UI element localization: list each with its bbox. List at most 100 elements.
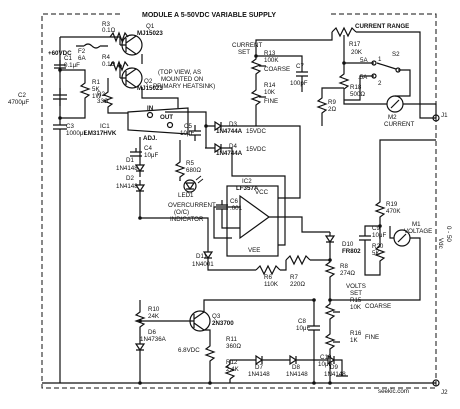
c3-value: 1000μF: [66, 130, 87, 137]
s2-switch: [371, 60, 401, 79]
output-range: 0 - 50: [445, 226, 452, 242]
r3-resistor: [109, 31, 129, 43]
m2-value: CURRENT: [384, 121, 414, 128]
q3-label: Q3: [212, 313, 221, 320]
d11-diode: [202, 248, 214, 264]
d2-part: 1N4148: [116, 183, 138, 190]
f2-label: F2: [78, 48, 86, 55]
heatsink-note-3: PRIMARY HEATSINK): [153, 83, 215, 90]
ic1-label: IC1: [100, 123, 110, 130]
v68-label: 6.8VDC: [178, 347, 200, 354]
c3-capacitor: [53, 118, 67, 136]
current-set-2: SET: [238, 49, 250, 56]
r20-value: 5K: [372, 250, 380, 257]
d10-label: D10: [342, 241, 354, 248]
m1-value: VOLTAGE: [404, 228, 432, 235]
module-title: MODULE A 5-50VDC VARIABLE SUPPLY: [142, 12, 276, 19]
ic2-vcc: VCC: [255, 189, 269, 196]
d7-part: 1N4148: [248, 371, 270, 378]
r4-label: R4: [102, 54, 110, 61]
r20-label: R20: [372, 243, 384, 250]
r15-value: 10K: [350, 304, 362, 311]
s2-pos1: 1: [378, 56, 382, 63]
r2-value: 33Ω: [97, 98, 109, 105]
ic2-vee: VEE: [248, 247, 260, 254]
q1-label: Q1: [146, 23, 155, 30]
q2-part: MJ15023: [137, 85, 163, 92]
r2-resistor: [102, 88, 114, 111]
c10-label: C10: [320, 354, 332, 361]
d4-label: D4: [229, 143, 237, 150]
d8-part: 1N4148: [286, 371, 308, 378]
d6-zener: [134, 340, 146, 356]
s2-5a: 5A: [360, 57, 368, 64]
d3-label: D3: [229, 121, 237, 128]
ic1-part: LM317HVK: [84, 130, 117, 137]
c8-label: C8: [298, 318, 306, 325]
r18-label: R18: [350, 84, 362, 91]
watermark: seekic.com: [378, 388, 409, 395]
q1-part: MJ15023: [137, 30, 163, 37]
d9-part: 1N4148: [324, 371, 346, 378]
ic1-pin-in: IN: [147, 105, 154, 112]
r1-resistor: [79, 78, 91, 103]
m2-label: M2: [388, 114, 397, 121]
c7-value: 100pF: [290, 80, 308, 87]
r6-resistor: [255, 264, 281, 276]
d2-label: D2: [126, 175, 134, 182]
f2-fuse: [76, 43, 108, 49]
j2-label: J2: [441, 389, 448, 396]
volts-set-1: VOLTS: [346, 283, 366, 290]
r11-value: 360Ω: [226, 343, 241, 350]
c6-label: C6: [230, 198, 238, 205]
r14-value: 10K: [264, 89, 276, 96]
d4-zener: [205, 142, 230, 154]
r5-label: R5: [186, 160, 194, 167]
c10-capacitor: [336, 372, 348, 377]
fine-v: FINE: [365, 334, 379, 341]
r13-label: R13: [264, 50, 276, 57]
d7-diode: [252, 354, 268, 366]
ic1-regulator: [118, 107, 189, 148]
d9-diode: [324, 354, 340, 366]
overcurrent-3: INDICATOR: [170, 216, 204, 223]
overcurrent-1: OVERCURRENT: [168, 202, 216, 209]
junction-dots: [58, 54, 382, 385]
c5-value: 10μF: [180, 130, 194, 137]
r8-resistor: [324, 258, 336, 281]
volts-set-2: SET: [350, 290, 362, 297]
s2-pos2: 2: [378, 80, 382, 87]
r6-value: 110K: [264, 281, 279, 288]
r1-value: 5K: [92, 86, 100, 93]
d10-part: FR802: [342, 248, 361, 255]
r20-potentiometer: [374, 242, 386, 265]
r19-value: 470K: [386, 208, 401, 215]
r9-label: R9: [328, 99, 336, 106]
r16-potentiometer: [324, 330, 340, 353]
r1-rating: 1W: [92, 93, 101, 100]
v15a-label: 15VDC: [246, 128, 266, 135]
ic1-pin-adj: ADJ.: [143, 135, 157, 142]
module-border: [41, 13, 437, 389]
overcurrent-2: (O/C): [174, 209, 189, 216]
led1-label: LED1: [178, 192, 194, 199]
d11-label: D11: [196, 253, 207, 260]
f2-value: 6A: [78, 55, 86, 62]
r10-value: 24K: [148, 313, 160, 320]
c1-capacitor: [54, 60, 66, 73]
c2-label: C2: [18, 92, 26, 99]
r4-value: 0.1Ω: [102, 61, 116, 68]
j2-jack: [432, 379, 440, 387]
r12-resistor: [224, 360, 236, 380]
current-set-1: CURRENT: [232, 42, 262, 49]
c2-capacitor: [53, 88, 67, 106]
r10-label: R10: [148, 306, 160, 313]
v15b-label: 15VDC: [246, 146, 266, 153]
q1-transistor: [120, 34, 143, 56]
ic2-part: LF357A: [236, 185, 259, 192]
d3-zener: [205, 120, 230, 132]
r19-label: R19: [386, 201, 398, 208]
c8-value: 10μF: [296, 325, 310, 332]
r17-potentiometer: [331, 26, 357, 42]
